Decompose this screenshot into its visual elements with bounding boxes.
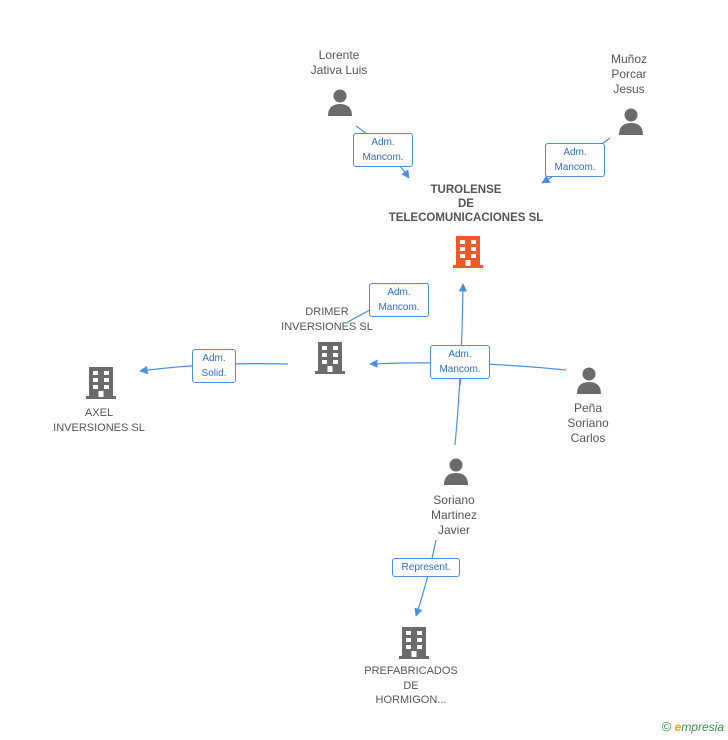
label-line: Mancom. xyxy=(439,364,481,375)
company-label-turolense[interactable]: TUROLENSE DE TELECOMUNICACIONES SL xyxy=(389,183,544,225)
person-icon[interactable] xyxy=(442,457,470,485)
edge-label-pena-drimer[interactable]: Adm. Mancom. xyxy=(430,345,490,379)
person-label-soriano[interactable]: Soriano Martinez Javier xyxy=(431,493,477,538)
edge-label-drimer-axel[interactable]: Adm. Solid. xyxy=(192,349,236,383)
label-line: Jativa Luis xyxy=(310,63,368,77)
main-company-building-icon[interactable] xyxy=(452,234,484,268)
company-building-icon[interactable] xyxy=(314,340,346,374)
label-line: AXEL xyxy=(84,407,114,419)
label-line: Porcar xyxy=(611,67,647,81)
person-icon[interactable] xyxy=(326,88,354,116)
label-line: Javier xyxy=(437,523,471,537)
person-label-pena[interactable]: Peña Soriano Carlos xyxy=(567,401,608,446)
company-building-icon[interactable] xyxy=(85,365,117,399)
label-line: Jesus xyxy=(613,82,645,96)
label-line: DRIMER xyxy=(305,306,349,318)
label-line: DE xyxy=(458,198,474,210)
label-line: Adm. xyxy=(387,287,411,298)
company-label-axel[interactable]: AXEL INVERSIONES SL xyxy=(53,406,145,435)
copyright-icon: © xyxy=(661,719,672,734)
edge-label-munoz-turolense[interactable]: Adm. Mancom. xyxy=(545,143,605,177)
label-line: Peña xyxy=(573,401,603,415)
label-line: TUROLENSE xyxy=(430,184,502,196)
brand-logo[interactable]: © empresia xyxy=(662,719,724,734)
label-line: Represent. xyxy=(401,562,451,573)
edge-label-lorente-turolense[interactable]: Adm. Mancom. xyxy=(353,133,413,167)
label-line: Adm. xyxy=(563,147,587,158)
label-line: Mancom. xyxy=(554,162,596,173)
person-label-lorente[interactable]: Lorente Jativa Luis xyxy=(311,48,368,78)
label-line: DE xyxy=(403,679,419,692)
label-line: Adm. xyxy=(371,137,395,148)
person-label-munoz[interactable]: Muñoz Porcar Jesus xyxy=(611,52,647,97)
label-line: INVERSIONES SL xyxy=(53,421,145,434)
label-line: Solid. xyxy=(201,368,227,379)
label-line: Martinez xyxy=(430,508,478,522)
label-line: INVERSIONES SL xyxy=(281,320,373,333)
label-line: PREFABRICADOS xyxy=(364,665,458,677)
edge-label-soriano-prefabricados[interactable]: Represent. xyxy=(392,558,460,577)
label-line: Mancom. xyxy=(378,302,420,313)
person-icon[interactable] xyxy=(617,107,645,135)
label-line: Mancom. xyxy=(362,152,404,163)
brand-name: mpresia xyxy=(681,720,724,734)
company-label-drimer[interactable]: DRIMER INVERSIONES SL xyxy=(281,305,373,334)
company-building-icon[interactable] xyxy=(398,625,430,659)
person-icon[interactable] xyxy=(575,366,603,394)
edge-soriano-prefabricados xyxy=(414,539,437,617)
label-line: Soriano xyxy=(567,416,609,430)
label-line: Adm. xyxy=(448,349,472,360)
company-label-prefabricados[interactable]: PREFABRICADOS DE HORMIGON... xyxy=(364,664,458,708)
label-line: Muñoz xyxy=(610,52,648,66)
brand-initial: e xyxy=(674,720,682,734)
label-line: Adm. xyxy=(202,353,226,364)
label-line: HORMIGON... xyxy=(375,694,447,706)
label-line: Soriano xyxy=(433,493,475,507)
label-line: TELECOMUNICACIONES SL xyxy=(388,212,544,224)
edge-label-drimer-turolense[interactable]: Adm. Mancom. xyxy=(369,283,429,317)
label-line: Lorente xyxy=(318,48,360,62)
label-line: Carlos xyxy=(570,431,606,445)
